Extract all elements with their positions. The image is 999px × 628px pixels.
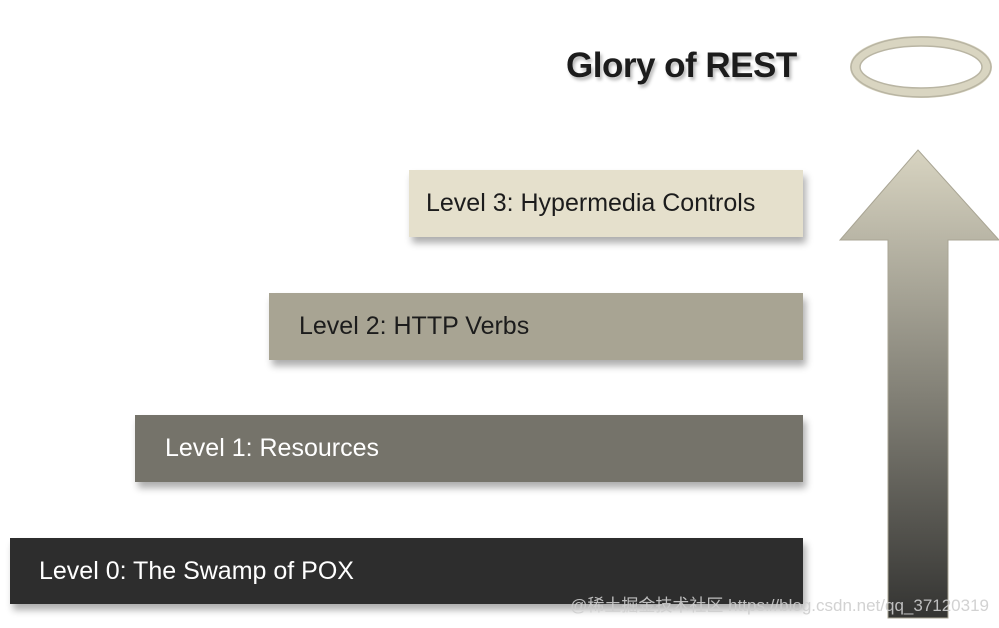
level-1-step: Level 1: Resources bbox=[135, 415, 803, 482]
level-2-step: Level 2: HTTP Verbs bbox=[269, 293, 803, 360]
watermark: @稀土掘金技术社区 https://blog.csdn.net/qq_37120… bbox=[570, 596, 989, 615]
diagram-title: Glory of REST bbox=[566, 46, 797, 85]
level-1-label: Level 1: Resources bbox=[165, 434, 380, 462]
halo-icon bbox=[850, 36, 992, 98]
up-arrow-icon bbox=[838, 149, 999, 619]
level-0-step: Level 0: The Swamp of POX bbox=[10, 538, 803, 604]
level-3-step: Level 3: Hypermedia Controls bbox=[409, 170, 803, 237]
level-3-label: Level 3: Hypermedia Controls bbox=[426, 189, 756, 217]
level-2-label: Level 2: HTTP Verbs bbox=[299, 312, 530, 340]
level-0-label: Level 0: The Swamp of POX bbox=[39, 556, 354, 585]
